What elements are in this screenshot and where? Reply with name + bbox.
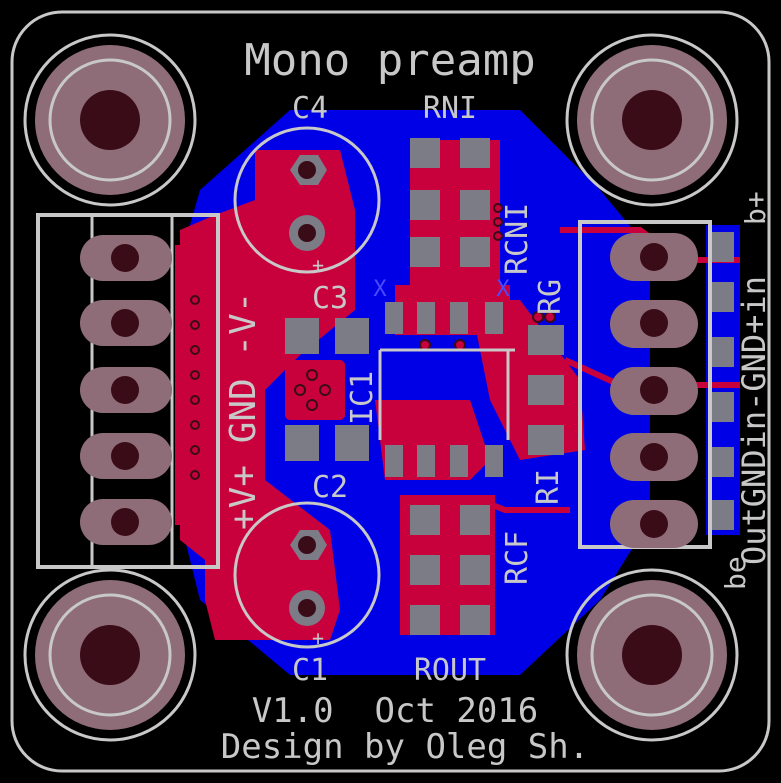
- version-line: V1.0 Oct 2016: [252, 691, 539, 731]
- mounting-hole-bottom-left: [23, 568, 197, 742]
- mounting-hole-top-left: [23, 33, 197, 207]
- label-edge-bottom-right: be: [719, 556, 752, 590]
- label-ghost-x-right: X: [496, 277, 510, 302]
- vias: [190, 203, 556, 480]
- power-connector: [36, 213, 220, 569]
- label-power-header: +V+ GND -V-: [223, 292, 264, 530]
- signal-connector: [578, 220, 734, 549]
- mounting-hole-bottom-right: [565, 568, 739, 742]
- capacitor-c4: [233, 126, 381, 274]
- label-rcf: RCF: [500, 531, 535, 585]
- label-rout: ROUT: [414, 653, 486, 688]
- label-rni: RNI: [423, 91, 477, 126]
- label-ic1: IC1: [345, 371, 380, 425]
- label-ghost-x-left: X: [373, 277, 387, 302]
- label-c1: C1: [292, 653, 328, 688]
- label-edge-top-right: b+: [739, 191, 772, 225]
- capacitor-c1: [233, 501, 381, 649]
- label-ri: RI: [531, 469, 566, 505]
- mounting-hole-top-right: [565, 33, 739, 207]
- board-title: Mono preamp: [244, 35, 535, 86]
- label-rg: RG: [533, 279, 568, 315]
- smd-pads: [285, 138, 564, 635]
- board-outline: [10, 10, 771, 773]
- label-c4-plus: +: [312, 253, 324, 277]
- label-c4: C4: [292, 91, 328, 126]
- label-c1-plus: +: [312, 626, 324, 650]
- design-line: Design by Oleg Sh.: [221, 727, 589, 767]
- label-signal-header: OutGNDin-GND+in: [735, 276, 773, 565]
- label-rcni: RCNI: [500, 203, 535, 275]
- ic1-outline: [378, 348, 515, 440]
- label-c3: C3: [312, 281, 348, 316]
- label-c2: C2: [312, 470, 348, 505]
- mounting-holes: [23, 33, 739, 742]
